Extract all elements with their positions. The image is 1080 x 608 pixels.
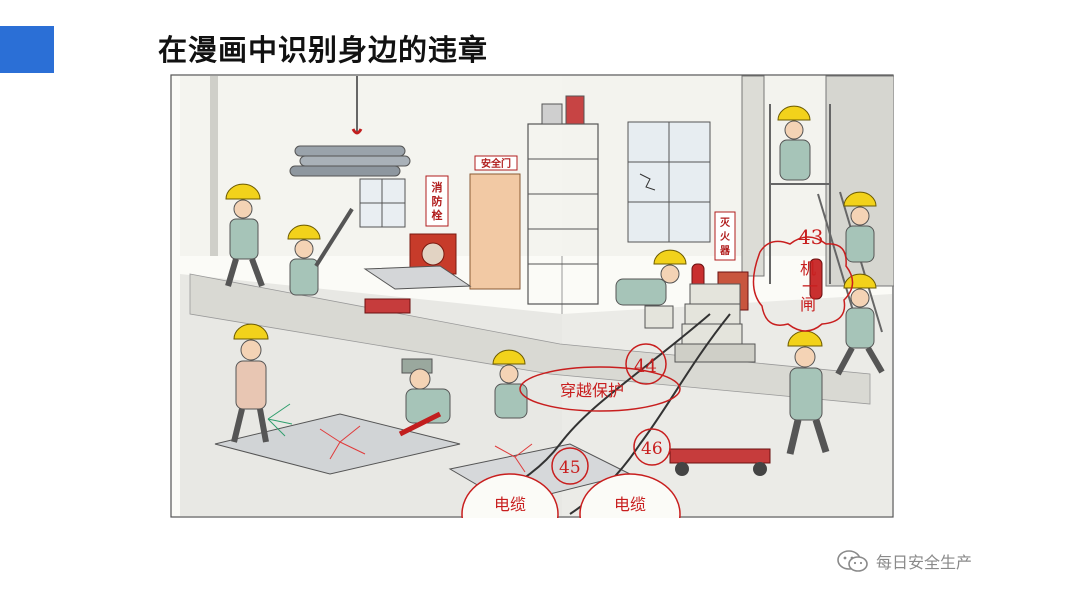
hose-reel [421,242,445,266]
walkway [189,273,871,405]
svg-text:机: 机 [800,259,816,278]
worker-on-scaffold [777,105,811,181]
svg-text:44: 44 [634,356,657,377]
marker-46: 46 [633,428,671,466]
svg-text:消: 消 [432,180,443,194]
svg-text:电缆: 电缆 [614,495,646,514]
svg-text:火: 火 [720,231,731,243]
gas-cylinder [809,258,823,300]
slide-title: 在漫画中识别身边的违章 [158,33,489,67]
tool-shelf [527,95,599,305]
suspended-pipes [289,145,411,177]
worker-welding [398,358,451,437]
watermark: 每日安全生产 [836,548,972,574]
svg-text:安全门: 安全门 [481,157,511,170]
svg-text:走向: 走向 [494,517,526,518]
callout-machine-gate: 机 一 闸 [752,236,854,332]
svg-text:电缆: 电缆 [494,495,526,514]
watermark-text: 每日安全生产 [876,553,973,572]
callout-cable-cross: 电缆 交叉 [579,473,681,518]
worker-walking [225,183,265,288]
grinding-sparks [267,403,293,437]
svg-text:闸: 闸 [800,295,816,314]
broken-window [627,121,711,243]
svg-text:45: 45 [559,458,581,478]
pillar-1 [741,75,765,277]
svg-text:防: 防 [432,194,443,208]
welding-sparks [319,425,533,473]
svg-text:器: 器 [719,245,731,257]
pillar-left [210,76,218,256]
marker-45: 45 [551,447,589,485]
stacked-slabs [363,265,472,290]
worker-lifting-box [615,249,687,329]
svg-text:46: 46 [641,439,663,459]
safety-violation-illustration: 消 防 栓 安全门 [170,74,894,518]
worker-female-grinding [231,323,269,443]
safety-door: 安全门 [469,155,521,290]
worker-pushing-cart [786,330,830,455]
title-accent-block [0,26,54,73]
crane-hook-icon [351,128,363,135]
svg-text:栓: 栓 [432,208,443,222]
worker-on-ladder [843,191,877,263]
callout-cross-protect: 穿越保护 [519,366,681,412]
svg-text:灭: 灭 [719,217,731,229]
hydrant-sign: 消 防 栓 [425,175,449,227]
window-left [359,178,406,228]
worker-crouching [492,349,528,419]
svg-text:一: 一 [802,277,818,296]
worker-looking-up [287,207,354,296]
svg-text:交叉: 交叉 [614,517,646,518]
small-cart [364,298,411,314]
steel-plate [214,413,461,475]
callout-cable-route: 电缆 走向 [461,473,559,518]
extinguisher-sign: 灭 火 器 [714,211,736,261]
svg-text:穿越保护: 穿越保护 [560,381,624,400]
wechat-icon [836,549,870,573]
